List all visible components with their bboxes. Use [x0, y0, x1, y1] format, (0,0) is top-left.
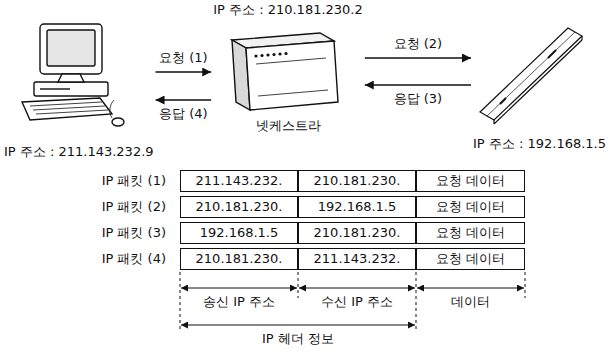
packet-label: IP 패킷 (3)	[102, 225, 166, 241]
key-row	[36, 110, 108, 114]
server-panel	[480, 28, 582, 120]
dashed-guide	[416, 272, 417, 332]
computer-illustration	[22, 24, 124, 126]
panel-edge	[581, 36, 582, 40]
packet-cell: 210.181.230.	[298, 222, 416, 244]
packet-label: IP 패킷 (1)	[102, 173, 166, 189]
key-row	[33, 106, 105, 110]
packet-cell: 192.168.1.5	[180, 222, 298, 244]
packet-label: IP 패킷 (2)	[102, 199, 166, 215]
desktop-case	[34, 82, 108, 96]
ip-address: IP 주소 : 210.181.230.2	[213, 2, 363, 18]
device-node: IP 주소 : 192.168.1.5	[473, 20, 606, 152]
netcastra-illustration	[232, 33, 338, 110]
field-label: IP 헤더 정보	[262, 331, 334, 347]
flow-label: 응답 (3)	[392, 91, 445, 107]
span-arrow	[181, 288, 297, 289]
flow-arrow	[156, 71, 212, 72]
flow-arrow	[365, 84, 471, 85]
server-illustration	[480, 28, 582, 124]
dashed-guide	[525, 272, 526, 298]
drive-slot	[40, 88, 70, 89]
packet-cell: 192.168.1.5	[298, 196, 416, 218]
panel-line	[258, 90, 328, 96]
field-label: 데이터	[451, 294, 490, 310]
panel-mark	[548, 50, 556, 58]
packet-cell: 211.143.232.	[180, 170, 298, 192]
monitor-stand	[58, 74, 84, 82]
packet-cell: 210.181.230.	[180, 196, 298, 218]
monitor-screen	[47, 30, 95, 66]
packet-cell: 211.143.232.	[298, 248, 416, 270]
packet-cell: 요청 데이터	[416, 248, 525, 270]
device-leds	[254, 52, 287, 58]
mouse-cable	[110, 100, 114, 118]
field-label: 수신 IP 주소	[321, 294, 393, 310]
flow-label: 요청 (2)	[392, 36, 445, 52]
panel-edge	[494, 40, 582, 124]
packet-cell: 요청 데이터	[416, 222, 525, 244]
ip-address: IP 주소 : 211.143.232.9	[4, 144, 154, 160]
flow-arrow	[156, 99, 212, 100]
panel-line	[487, 32, 575, 116]
key-row	[30, 102, 102, 106]
dashed-guide	[298, 272, 299, 298]
panel-mark	[500, 98, 506, 104]
packet-label: IP 패킷 (4)	[102, 251, 166, 267]
ip-address: IP 주소 : 192.168.1.5	[473, 136, 606, 152]
device-front	[246, 41, 338, 110]
mouse	[112, 118, 124, 126]
packet-cell: 요청 데이터	[416, 196, 525, 218]
packet-cell: 210.181.230.	[180, 248, 298, 270]
flow-label: 응답 (4)	[157, 106, 210, 122]
device-name: 넷케스트라	[256, 118, 321, 134]
span-arrow	[417, 288, 524, 289]
dashed-guide	[180, 272, 181, 332]
flow-label: 요청 (1)	[157, 50, 210, 66]
panel-line	[256, 58, 326, 64]
span-arrow	[181, 325, 415, 326]
header-brackets	[180, 272, 525, 332]
field-label: 송신 IP 주소	[203, 294, 275, 310]
device-node: IP 주소 : 211.143.232.9	[4, 20, 154, 160]
packet-cell: 요청 데이터	[416, 170, 525, 192]
packet-cell: 210.181.230.	[298, 170, 416, 192]
flow-arrow	[365, 57, 471, 58]
keyboard	[22, 98, 112, 120]
device-node: IP 주소 : 210.181.230.2 넷케스트라	[213, 2, 363, 134]
monitor-frame	[40, 24, 102, 74]
span-arrow	[299, 288, 415, 289]
